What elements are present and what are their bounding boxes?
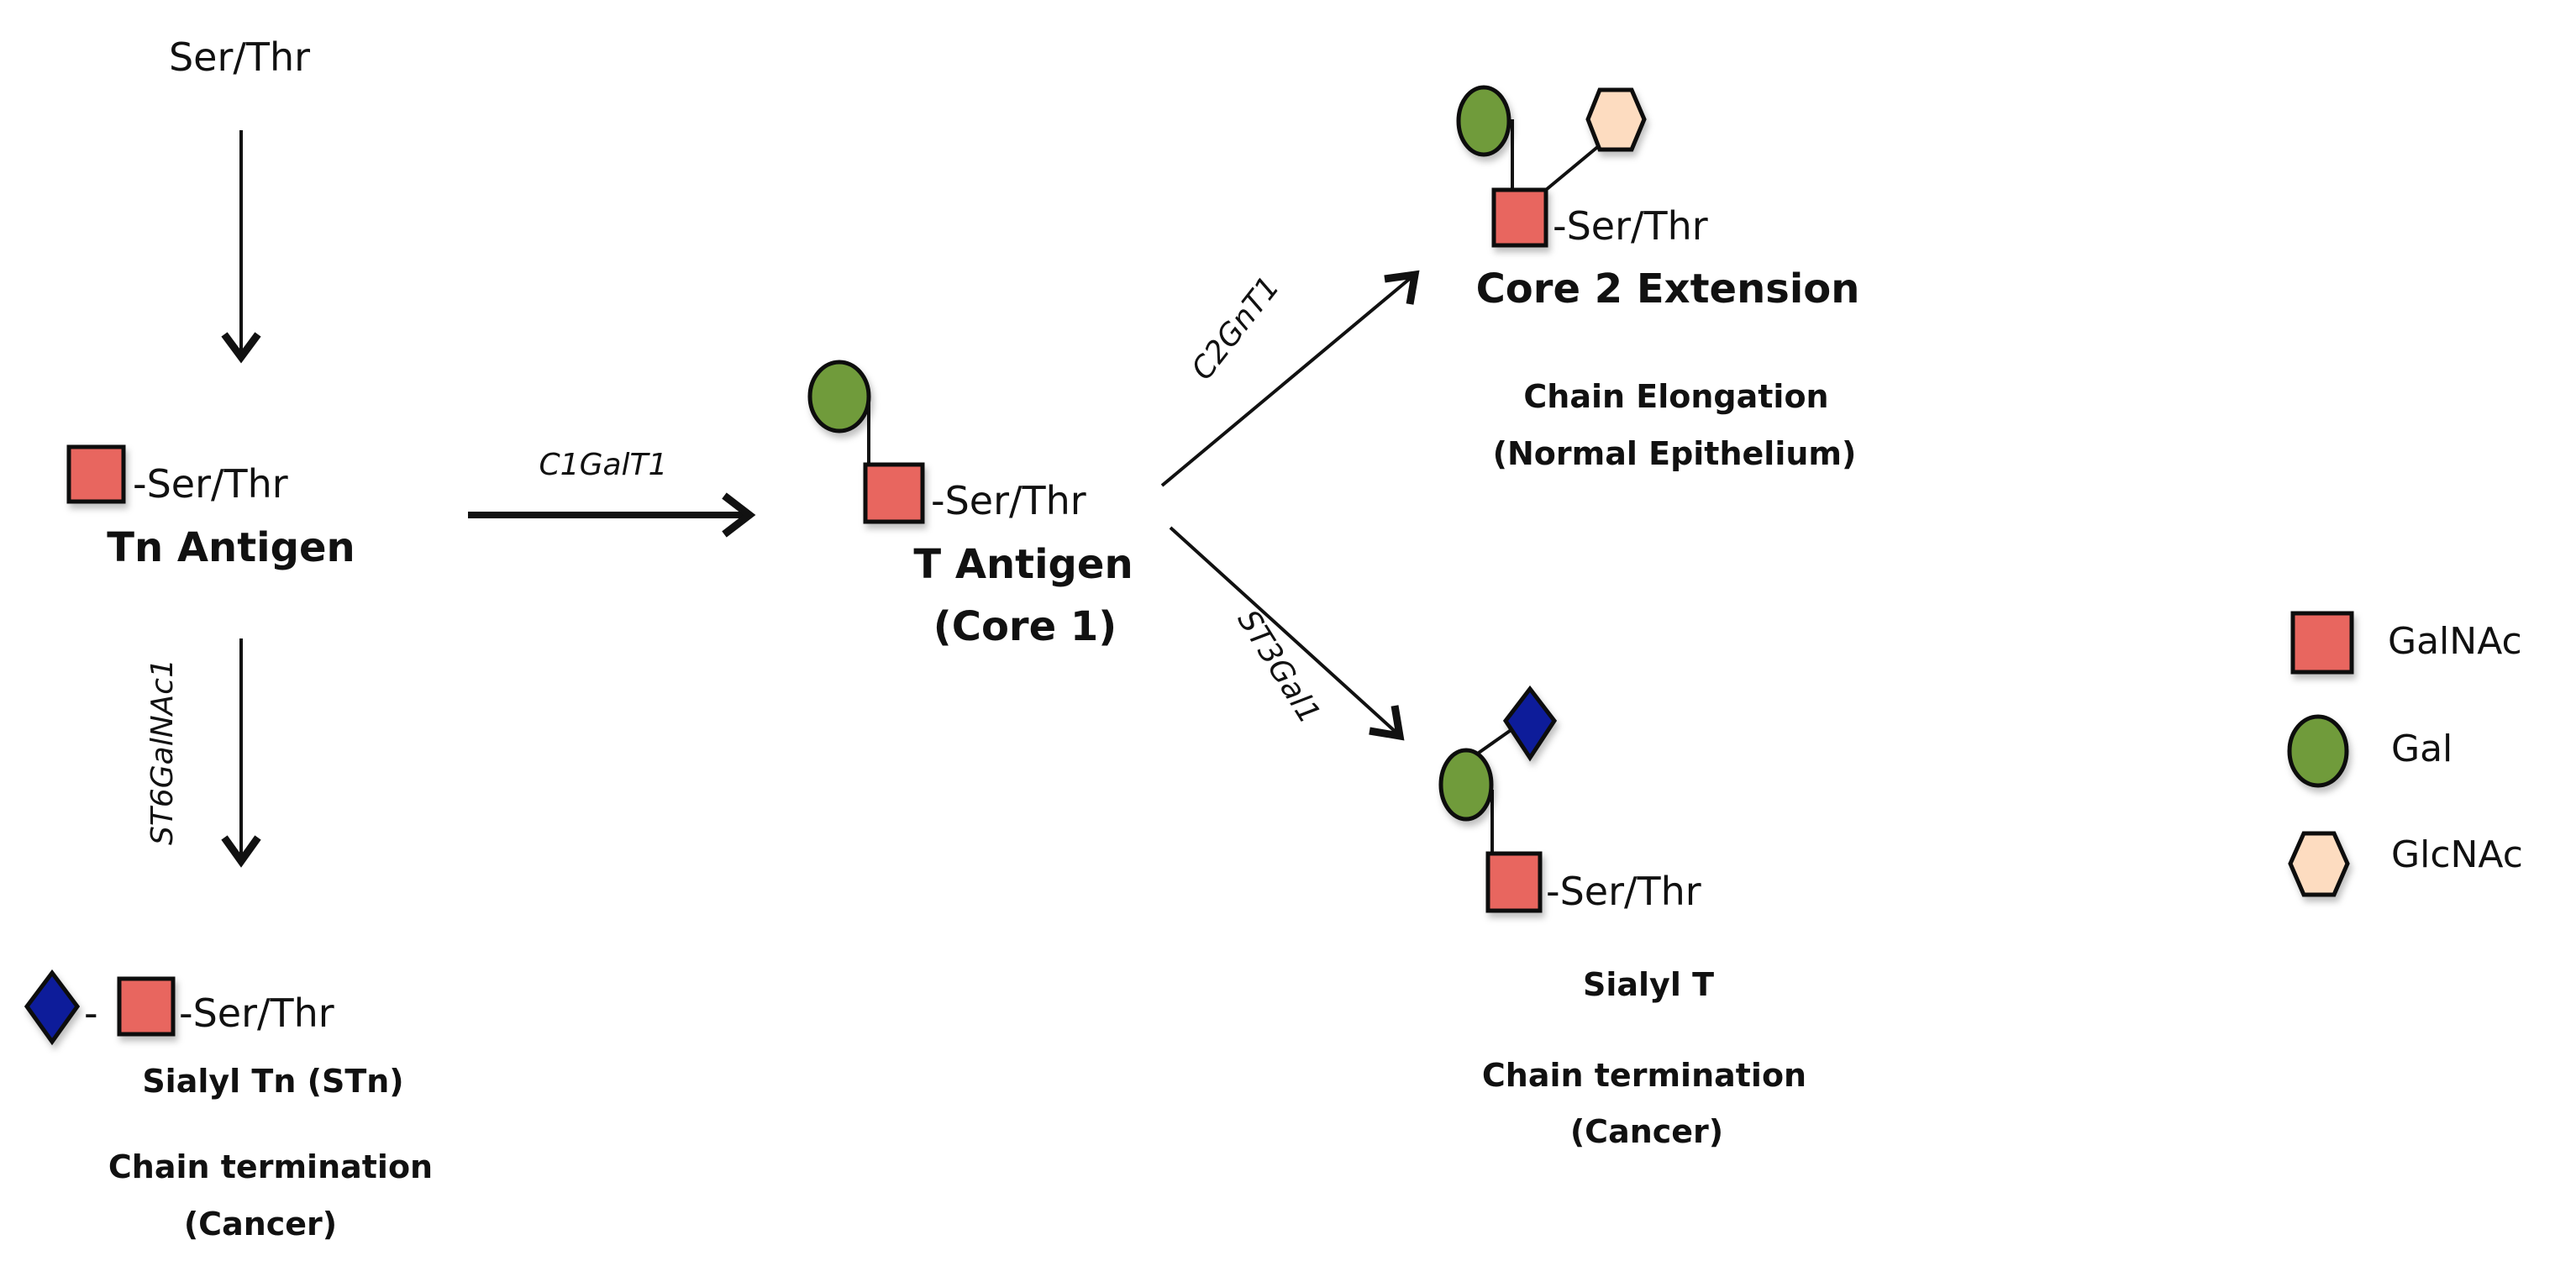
stn-linker-label: -Ser/Thr (179, 990, 334, 1036)
core2-note-line1: Chain Elongation (1523, 378, 1828, 415)
enzyme-st6galnac1-label: ST6GalNAc1 (145, 659, 180, 845)
gal-circle-icon (2287, 714, 2349, 788)
sialyl-t-glycan (1438, 685, 1558, 913)
sialic-acid-diamond-icon (1502, 685, 1558, 762)
arrow-t-to-sialyl-t (1169, 526, 1405, 741)
gal-circle-icon (1456, 85, 1511, 157)
galnac-square-icon (1491, 187, 1548, 248)
tn-antigen-glycan (66, 444, 126, 504)
arrow-t-to-core2 (1160, 270, 1420, 487)
stn-title: Sialyl Tn (STn) (142, 1063, 403, 1100)
enzyme-c2gnt1-label: C2GnT1 (1185, 271, 1287, 386)
sialyl-t-linker-label: -Ser/Thr (1546, 869, 1701, 914)
core2-note-line2: (Normal Epithelium) (1493, 435, 1857, 472)
t-antigen-linker-label: -Ser/Thr (931, 478, 1086, 523)
t-antigen-title: T Antigen (913, 541, 1133, 588)
arrow-tn-to-stn (221, 638, 261, 868)
legend-label-gal: Gal (2391, 728, 2452, 770)
legend-item-galnac: GalNAc (2290, 611, 2522, 675)
start-residue-label: Ser/Thr (169, 34, 310, 80)
legend-label-galnac: GalNAc (2388, 620, 2522, 663)
stn-note-line2: (Cancer) (184, 1206, 337, 1243)
legend-item-gal: Gal (2287, 714, 2452, 788)
galnac-square-icon (2290, 611, 2354, 675)
arrow-tn-to-t-antigen (468, 492, 756, 538)
gal-circle-icon (807, 360, 871, 433)
tn-antigen-title: Tn Antigen (107, 524, 355, 571)
legend: GalNAc Gal GlcNAc (2287, 611, 2523, 897)
t-antigen-glycan (807, 360, 925, 524)
legend-item-glcnac: GlcNAc (2288, 831, 2523, 897)
core2-glycan (1456, 85, 1647, 248)
core2-title: Core 2 Extension (1476, 265, 1860, 313)
galnac-square-icon (1485, 851, 1543, 913)
galnac-square-icon (117, 976, 176, 1037)
stn-link-dash: - (84, 990, 98, 1036)
galnac-square-icon (66, 444, 126, 504)
glcnac-hexagon-icon (2288, 831, 2350, 897)
legend-label-glcnac: GlcNAc (2391, 833, 2523, 876)
stn-glycan (24, 969, 176, 1046)
tn-linker-label: -Ser/Thr (133, 461, 288, 507)
t-antigen-subtitle: (Core 1) (933, 603, 1117, 650)
arrow-start-to-tn (221, 130, 261, 364)
core2-linker-label: -Ser/Thr (1553, 203, 1708, 249)
gal-circle-icon (1438, 748, 1494, 822)
glcnac-hexagon-icon (1585, 87, 1647, 152)
sialyl-t-title: Sialyl T (1583, 966, 1714, 1003)
sialyl-t-note-line1: Chain termination (1482, 1057, 1806, 1094)
enzyme-st3gal1-label: ST3Gal1 (1230, 604, 1327, 729)
galnac-square-icon (863, 462, 925, 524)
sialic-acid-diamond-icon (24, 969, 81, 1046)
stn-note-line1: Chain termination (108, 1148, 433, 1185)
enzyme-c1galt1-label: C1GalT1 (539, 448, 668, 482)
sialyl-t-note-line2: (Cancer) (1570, 1113, 1723, 1150)
